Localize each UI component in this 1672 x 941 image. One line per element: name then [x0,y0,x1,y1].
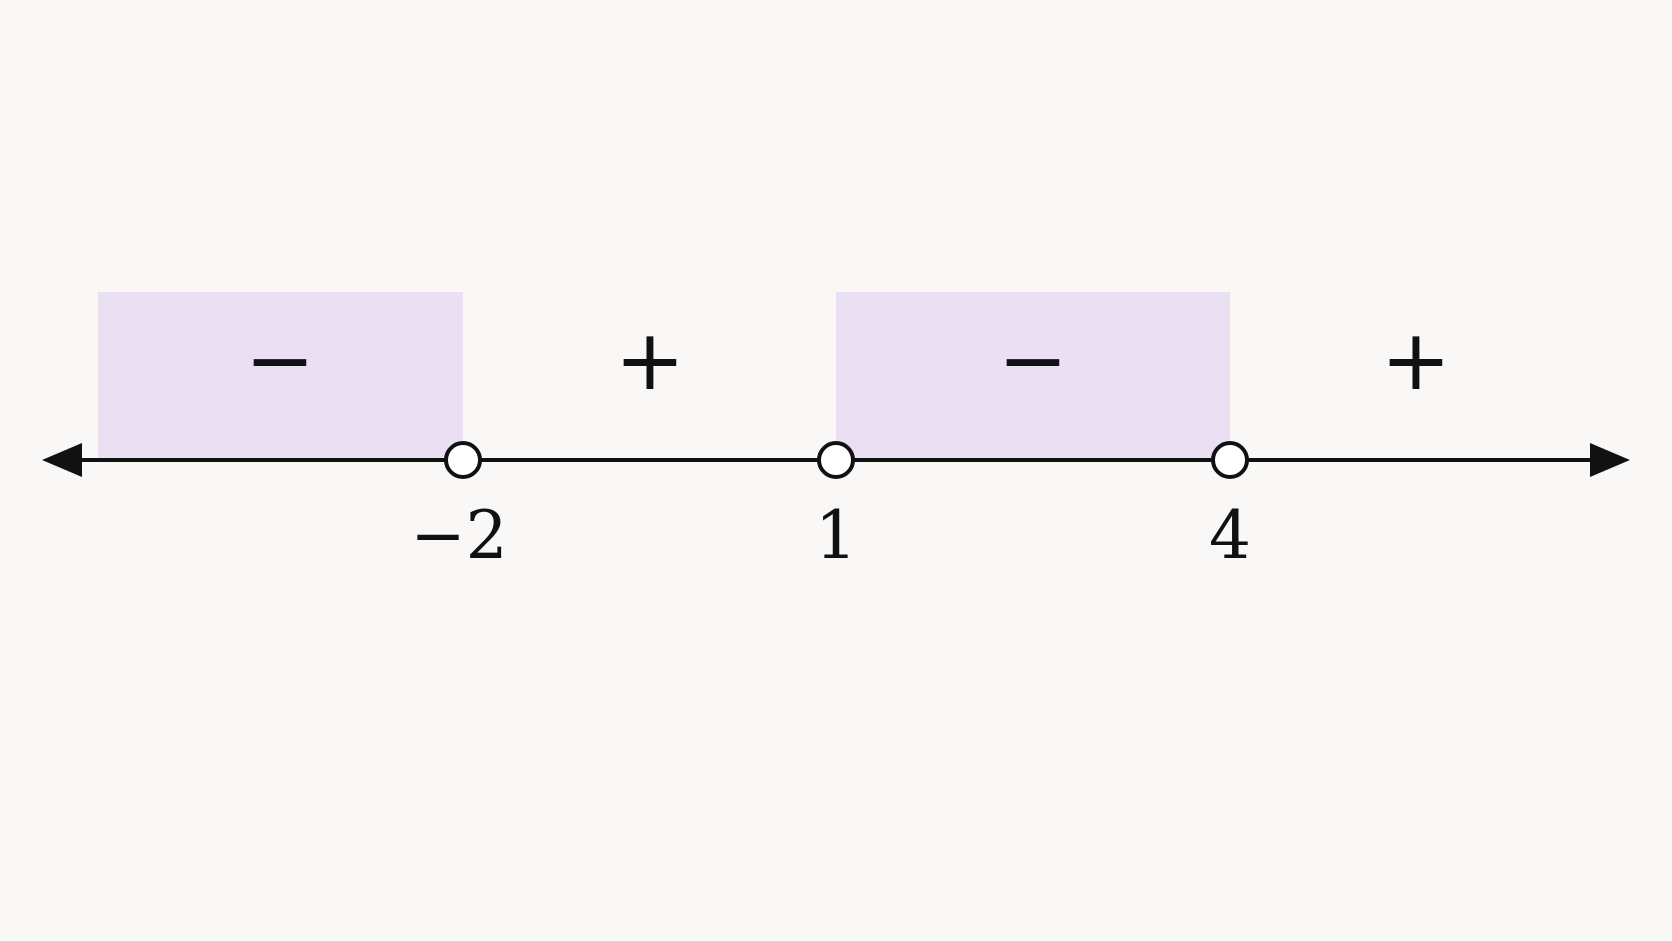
interval-sign-1: − [245,311,315,409]
critical-point-label-2: 1 [815,497,857,574]
open-point-2 [817,441,855,479]
shaded-interval-3 [836,292,1230,460]
interval-sign-4: + [1381,311,1451,409]
open-point-1 [444,441,482,479]
sign-layer: − + − + [245,311,1451,409]
critical-point-label-1: −2 [410,497,507,574]
shade-layer [98,292,1230,460]
arrow-right-icon [1590,443,1630,477]
open-point-3 [1211,441,1249,479]
arrow-left-icon [42,443,82,477]
point-layer [444,441,1249,479]
interval-sign-2: + [615,311,685,409]
shaded-interval-1 [98,292,463,460]
critical-point-label-3: 4 [1209,497,1251,574]
label-layer: −2 1 4 [410,497,1251,574]
interval-sign-3: − [998,311,1068,409]
